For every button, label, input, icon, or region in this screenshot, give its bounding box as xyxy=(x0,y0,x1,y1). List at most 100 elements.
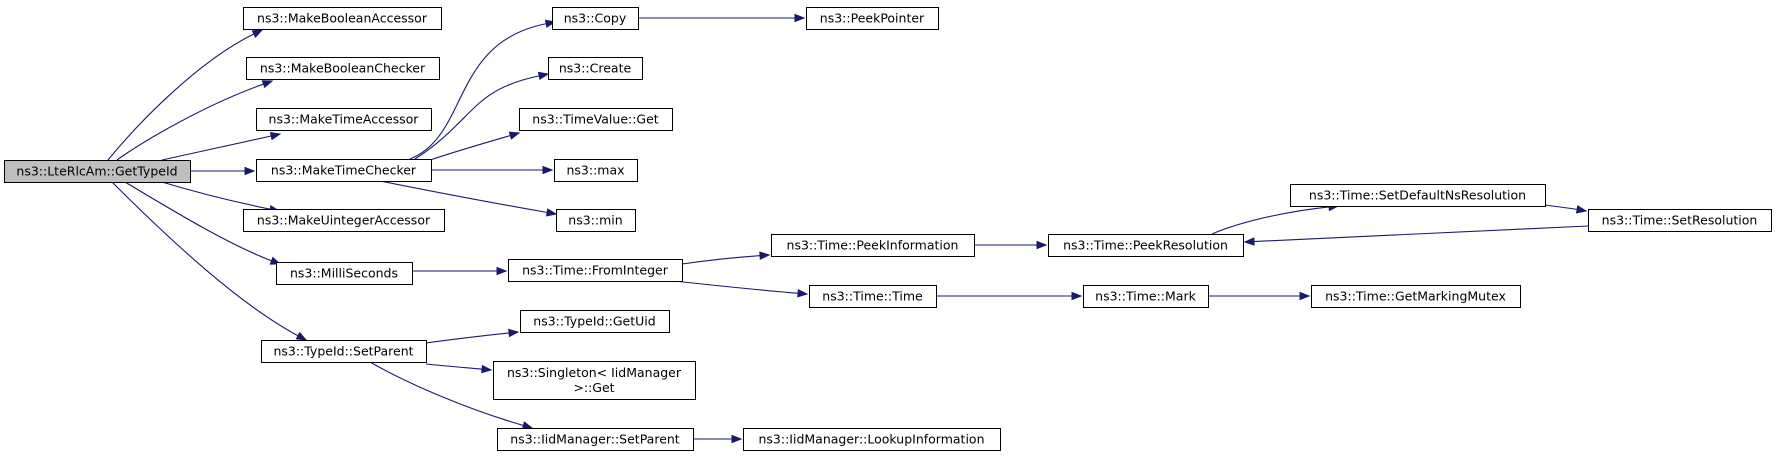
node-mark[interactable]: ns3::Time::Mark xyxy=(1083,285,1209,308)
node-box xyxy=(256,108,432,131)
node-label: ns3::Time::PeekResolution xyxy=(1063,238,1228,253)
node-label: ns3::MilliSeconds xyxy=(290,266,398,281)
edge-fromint-to-timetime xyxy=(673,280,809,298)
node-ms[interactable]: ns3::MilliSeconds xyxy=(276,262,413,285)
arrowhead-icon xyxy=(496,266,508,276)
edge-line xyxy=(107,32,256,161)
node-box xyxy=(276,262,413,285)
node-box xyxy=(246,57,440,80)
nodes-layer: ns3::LteRlcAm::GetTypeId ns3::MakeBoolean… xyxy=(4,7,1772,451)
node-label: ns3::TypeId::SetParent xyxy=(273,344,413,359)
node-label: ns3::MakeTimeAccessor xyxy=(269,112,420,127)
node-label: >::Get xyxy=(573,380,614,395)
node-tvget[interactable]: ns3::TimeValue::Get xyxy=(519,108,673,131)
node-create[interactable]: ns3::Create xyxy=(548,57,643,80)
edge-line xyxy=(673,280,800,294)
node-min[interactable]: ns3::min xyxy=(556,209,636,232)
node-box xyxy=(4,160,191,183)
arrowhead-icon xyxy=(261,80,274,89)
edge-root-to-mba xyxy=(107,29,264,161)
node-label: ns3::PeekPointer xyxy=(820,11,925,26)
edge-line xyxy=(116,83,265,161)
arrowhead-icon xyxy=(545,208,558,217)
node-box xyxy=(508,259,683,282)
node-label: ns3::TypeId::GetUid xyxy=(533,314,655,329)
node-mtc[interactable]: ns3::MakeTimeChecker xyxy=(256,159,432,182)
node-label: ns3::Time::FromInteger xyxy=(522,263,669,278)
node-box xyxy=(519,108,673,131)
edge-line xyxy=(681,255,762,265)
node-box xyxy=(1311,285,1521,308)
edge-line xyxy=(379,180,549,214)
node-box xyxy=(548,57,643,80)
node-root[interactable]: ns3::LteRlcAm::GetTypeId xyxy=(4,160,191,183)
node-max[interactable]: ns3::max xyxy=(554,159,638,182)
node-box xyxy=(1588,209,1772,232)
node-timetime[interactable]: ns3::Time::Time xyxy=(809,285,937,308)
arrowhead-icon xyxy=(481,364,493,374)
arrowhead-icon xyxy=(251,29,264,38)
edge-line xyxy=(1252,225,1589,243)
arrowhead-icon xyxy=(797,289,809,298)
node-box xyxy=(554,159,638,182)
edge-line xyxy=(1211,206,1331,235)
edges-layer xyxy=(107,13,1589,444)
node-box xyxy=(1083,285,1209,308)
node-box xyxy=(1290,184,1546,207)
node-mba[interactable]: ns3::MakeBooleanAccessor xyxy=(243,7,442,30)
node-peekinfo[interactable]: ns3::Time::PeekInformation xyxy=(771,234,975,257)
node-iidset[interactable]: ns3::IidManager::SetParent xyxy=(497,428,694,451)
node-box xyxy=(806,7,939,30)
node-label: ns3::Time::SetResolution xyxy=(1602,213,1758,228)
edge-tsp-to-singleton xyxy=(425,363,493,374)
node-box xyxy=(261,340,427,363)
arrowhead-icon xyxy=(731,434,743,444)
node-lookup[interactable]: ns3::IidManager::LookupInformation xyxy=(743,428,1001,451)
node-box xyxy=(771,234,975,257)
node-getuid[interactable]: ns3::TypeId::GetUid xyxy=(520,310,670,333)
node-label: ns3::LteRlcAm::GetTypeId xyxy=(16,164,177,179)
edge-mtc-to-min xyxy=(379,180,558,217)
edge-line xyxy=(425,363,484,370)
edge-line xyxy=(111,181,300,337)
node-label: ns3::TimeValue::Get xyxy=(532,112,659,127)
arrowhead-icon xyxy=(521,421,534,430)
arrowhead-icon xyxy=(759,251,771,260)
edge-timetime-to-mark xyxy=(936,291,1083,301)
arrowhead-icon xyxy=(269,131,282,141)
edge-peekres-to-setdef xyxy=(1211,202,1340,235)
node-peekptr[interactable]: ns3::PeekPointer xyxy=(806,7,939,30)
edge-iidset-to-lookup xyxy=(693,434,743,444)
node-box xyxy=(552,7,639,30)
node-label: ns3::Copy xyxy=(564,11,627,26)
edge-mtc-to-copy xyxy=(409,19,557,160)
node-mbc[interactable]: ns3::MakeBooleanChecker xyxy=(246,57,440,80)
node-box xyxy=(743,428,1001,451)
node-setdef[interactable]: ns3::Time::SetDefaultNsResolution xyxy=(1290,184,1546,207)
edge-fromint-to-peekinfo xyxy=(681,251,771,265)
node-peekres[interactable]: ns3::Time::PeekResolution xyxy=(1048,234,1244,257)
node-label: ns3::Time::SetDefaultNsResolution xyxy=(1309,188,1526,203)
edge-line xyxy=(429,134,512,161)
arrowhead-icon xyxy=(508,328,520,338)
node-tsp[interactable]: ns3::TypeId::SetParent xyxy=(261,340,427,363)
node-copy[interactable]: ns3::Copy xyxy=(552,7,639,30)
edge-line xyxy=(409,22,548,160)
edge-mtc-to-max xyxy=(431,165,554,175)
node-fromint[interactable]: ns3::Time::FromInteger xyxy=(508,259,683,282)
edge-line xyxy=(425,332,511,344)
node-setres[interactable]: ns3::Time::SetResolution xyxy=(1588,209,1772,232)
node-label: ns3::Singleton< IidManager xyxy=(507,365,682,380)
node-singleton[interactable]: ns3::Singleton< IidManager>::Get xyxy=(493,361,696,400)
arrowhead-icon xyxy=(1071,291,1083,301)
node-getmutex[interactable]: ns3::Time::GetMarkingMutex xyxy=(1311,285,1521,308)
node-mua[interactable]: ns3::MakeUintegerAccessor xyxy=(243,209,445,232)
node-mta[interactable]: ns3::MakeTimeAccessor xyxy=(256,108,432,131)
edge-root-to-mbc xyxy=(116,80,274,161)
edge-root-to-tsp xyxy=(111,181,308,341)
node-box xyxy=(1048,234,1244,257)
node-label: ns3::min xyxy=(568,213,622,228)
arrowhead-icon xyxy=(794,13,806,23)
node-label: ns3::IidManager::SetParent xyxy=(510,432,680,447)
